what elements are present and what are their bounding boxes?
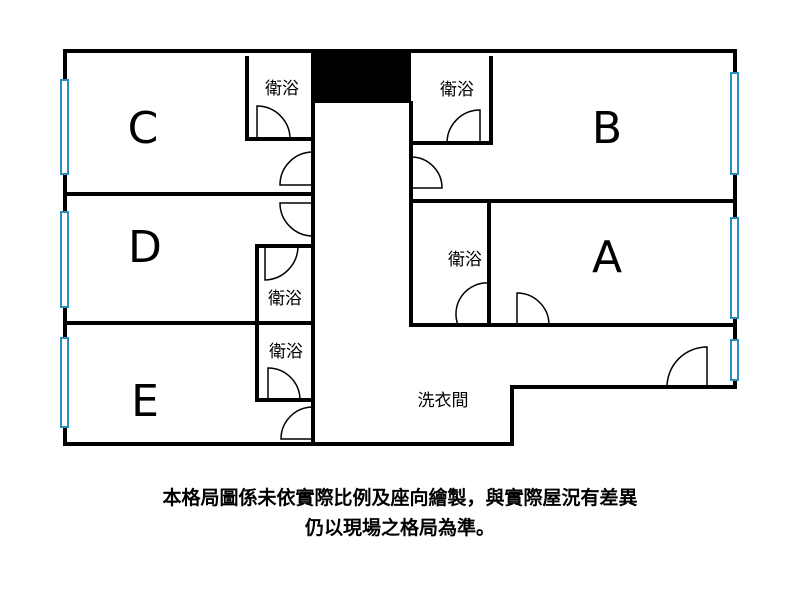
structural-column: [315, 51, 411, 103]
bathroom-label-c: 衛浴: [265, 79, 299, 99]
window-a: [730, 217, 739, 319]
bathroom-label-b: 衛浴: [440, 80, 474, 100]
windows: [60, 72, 739, 428]
bathroom-label-e: 衛浴: [269, 342, 303, 362]
room-label-b: B: [592, 103, 622, 154]
door-bath-a: [455, 282, 490, 326]
room-label-a: A: [592, 232, 622, 283]
room-label-d: D: [128, 222, 162, 273]
bathroom-label-a: 衛浴: [448, 250, 482, 270]
walls: [63, 49, 737, 446]
window-e: [60, 337, 69, 428]
room-label-c: C: [128, 103, 159, 154]
door-room-b: [410, 156, 443, 189]
laundry-label: 洗衣間: [418, 391, 469, 411]
room-label-e: E: [131, 376, 159, 427]
door-bath-e: [267, 367, 301, 401]
door-bath-b: [446, 109, 481, 144]
disclaimer-line-2: 仍以現場之格局為準。: [305, 516, 495, 539]
disclaimer-line-1: 本格局圖係未依實際比例及座向繪製，與實際屋況有差異: [162, 486, 637, 509]
door-room-a: [516, 292, 550, 326]
window-b: [730, 72, 739, 175]
doors: [256, 105, 708, 440]
door-bath-d: [264, 245, 299, 281]
door-laundry: [666, 346, 708, 388]
bathroom-label-d: 衛浴: [268, 289, 302, 309]
window-laundry: [730, 339, 739, 381]
door-bath-c: [256, 105, 291, 140]
window-d: [60, 211, 69, 308]
door-room-d: [279, 202, 314, 237]
window-c: [60, 79, 69, 175]
door-room-e: [280, 406, 314, 440]
door-room-c: [279, 151, 314, 186]
